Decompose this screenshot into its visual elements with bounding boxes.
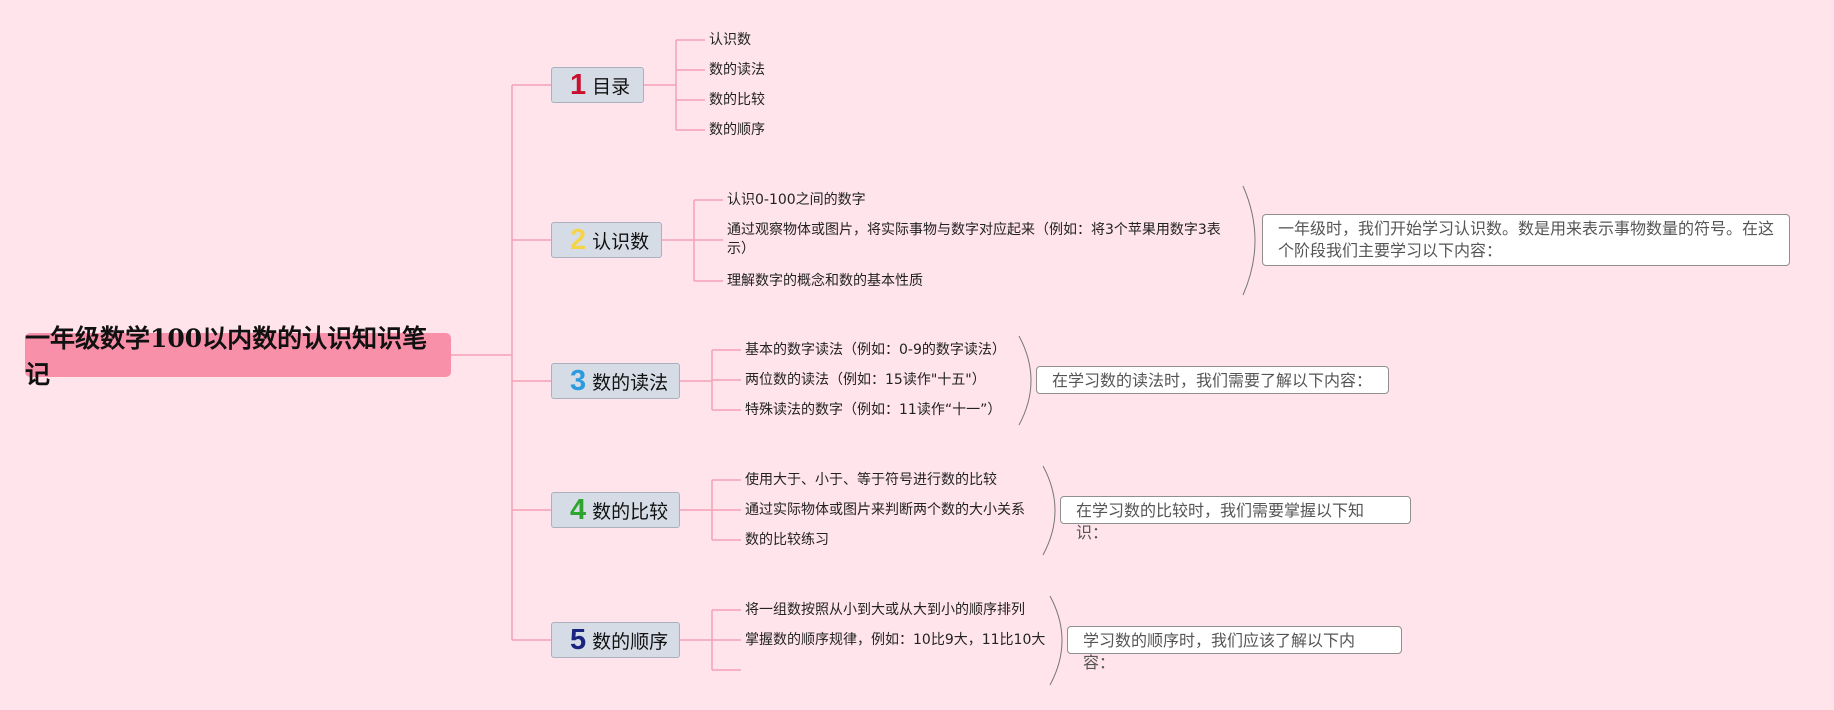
leaf-3-1[interactable]: 基本的数字读法（例如：0-9的数字读法） [745, 342, 1006, 358]
branch-label-4: 数的比较 [592, 500, 669, 523]
brace-3 [1018, 335, 1032, 426]
branch-node-3[interactable]: 3 数的读法 [551, 363, 680, 399]
note-4[interactable]: 在学习数的比较时，我们需要掌握以下知识： [1060, 496, 1411, 542]
leaf-1-4[interactable]: 数的顺序 [709, 122, 765, 138]
branch-node-1[interactable]: 1 目录 [551, 67, 644, 103]
brace-4 [1042, 465, 1056, 556]
note-3[interactable]: 在学习数的读法时，我们需要了解以下内容： [1036, 366, 1389, 394]
branch-number-4: 4 [570, 493, 587, 526]
leaf-1-3[interactable]: 数的比较 [709, 92, 765, 108]
leaf-1-2[interactable]: 数的读法 [709, 62, 765, 78]
root-node[interactable]: 一年级数学100以内数的认识知识笔记 [25, 324, 451, 389]
branch-label-5: 数的顺序 [592, 630, 669, 653]
leaf-2-1[interactable]: 认识0-100之间的数字 [727, 192, 866, 208]
branch-label-2: 认识数 [592, 230, 650, 253]
branch-node-5[interactable]: 5 数的顺序 [551, 622, 680, 658]
branch-number-3: 3 [570, 364, 587, 397]
branch-number-5: 5 [570, 623, 587, 656]
note-2[interactable]: 一年级时，我们开始学习认识数。数是用来表示事物数量的符号。在这个阶段我们主要学习… [1262, 214, 1790, 266]
leaf-4-1[interactable]: 使用大于、小于、等于符号进行数的比较 [745, 472, 997, 488]
branch-number-1: 1 [570, 68, 587, 101]
branch-node-4[interactable]: 4 数的比较 [551, 492, 680, 528]
branch-node-2[interactable]: 2 认识数 [551, 222, 662, 258]
leaf-2-2[interactable]: 通过观察物体或图片，将实际事物与数字对应起来（例如：将3个苹果用数字3表示） [727, 222, 1221, 257]
branch-label-1: 目录 [592, 75, 631, 98]
note-5[interactable]: 学习数的顺序时，我们应该了解以下内容： [1067, 626, 1402, 672]
leaf-2-3[interactable]: 理解数字的概念和数的基本性质 [727, 273, 923, 289]
leaf-4-2[interactable]: 通过实际物体或图片来判断两个数的大小关系 [745, 502, 1025, 518]
branch-label-3: 数的读法 [592, 371, 669, 394]
leaf-3-3[interactable]: 特殊读法的数字（例如：11读作“十一”） [745, 402, 1002, 418]
brace-5 [1049, 595, 1063, 686]
brace-2 [1242, 185, 1256, 296]
leaf-5-2[interactable]: 掌握数的顺序规律，例如：10比9大，11比10大 [745, 632, 1046, 648]
leaf-4-3[interactable]: 数的比较练习 [745, 532, 829, 548]
branch-number-2: 2 [570, 223, 587, 256]
leaf-3-2[interactable]: 两位数的读法（例如：15读作"十五"） [745, 372, 986, 388]
leaf-1-1[interactable]: 认识数 [709, 32, 751, 48]
leaf-5-1[interactable]: 将一组数按照从小到大或从大到小的顺序排列 [745, 602, 1025, 618]
